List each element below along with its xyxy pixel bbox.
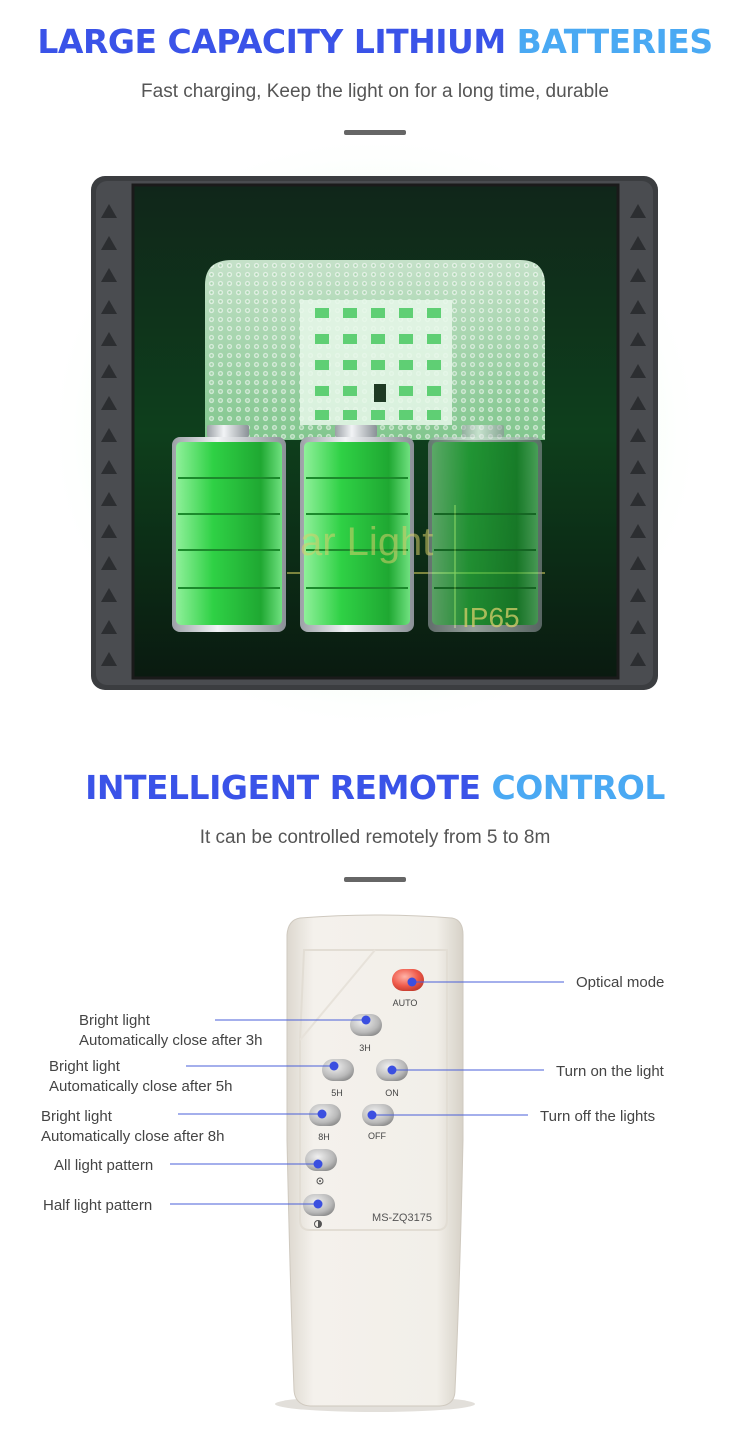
title-word-2: REMOTE (329, 768, 492, 807)
optical-mode-label: Optical mode (576, 974, 665, 991)
bright-5h-line2: Automatically close after 5h (49, 1078, 233, 1095)
bright-5h-label: Bright light Automatically close after 5… (49, 1057, 232, 1097)
ip-rating-text: IP65 (462, 602, 520, 633)
all-light-button[interactable] (305, 1149, 337, 1171)
3h-label: 3H (359, 1043, 371, 1053)
on-label: ON (385, 1088, 399, 1098)
battery-2 (300, 425, 414, 632)
remote-section-subtitle: It can be controlled remotely from 5 to … (199, 827, 551, 848)
title-word-1: LARGE CAPACITY (37, 22, 354, 61)
bright-3h-line1: Bright light (79, 1012, 150, 1029)
remote-section-title: INTELLIGENT REMOTE CONTROL (0, 768, 750, 807)
half-sun-icon (314, 1220, 322, 1228)
battery-section-subtitle: Fast charging, Keep the light on for a l… (141, 81, 609, 102)
bright-5h-line1: Bright light (49, 1058, 120, 1075)
8h-label: 8H (318, 1132, 330, 1142)
auto-label: AUTO (393, 998, 418, 1008)
floodlight-battery-image: ar Light IP65 (60, 145, 690, 725)
turn-on-label: Turn on the light (556, 1063, 664, 1080)
title-word-3: CONTROL (491, 768, 666, 807)
sun-icon (316, 1177, 324, 1185)
bright-3h-label: Bright light Automatically close after 3… (79, 1011, 262, 1051)
off-label: OFF (368, 1131, 386, 1141)
title-word-1: INTELLIGENT (85, 768, 330, 807)
bright-8h-line1: Bright light (41, 1108, 112, 1125)
title-word-3: BATTERIES (516, 22, 713, 61)
5h-button[interactable] (322, 1059, 354, 1081)
bright-8h-line2: Automatically close after 8h (41, 1128, 225, 1145)
all-light-label: All light pattern (54, 1157, 154, 1174)
5h-label: 5H (331, 1088, 343, 1098)
battery-3 (428, 425, 542, 632)
battery-1 (172, 425, 286, 632)
model-number: MS-ZQ3175 (372, 1212, 432, 1224)
half-light-label: Half light pattern (43, 1197, 153, 1214)
bright-3h-line2: Automatically close after 3h (79, 1032, 263, 1049)
bright-8h-label: Bright light Automatically close after 8… (41, 1107, 224, 1147)
title-word-2: LITHIUM (353, 22, 517, 61)
section-divider-1 (344, 130, 406, 135)
battery-section-title: LARGE CAPACITY LITHIUM BATTERIES (0, 22, 750, 61)
remote-control: AUTO 3H 5H ON 8H OFF MS-ZQ3175 (170, 914, 564, 1412)
product-label-text: ar Light (300, 520, 433, 564)
section-divider-2 (344, 877, 406, 882)
turn-off-label: Turn off the lights (540, 1108, 656, 1125)
